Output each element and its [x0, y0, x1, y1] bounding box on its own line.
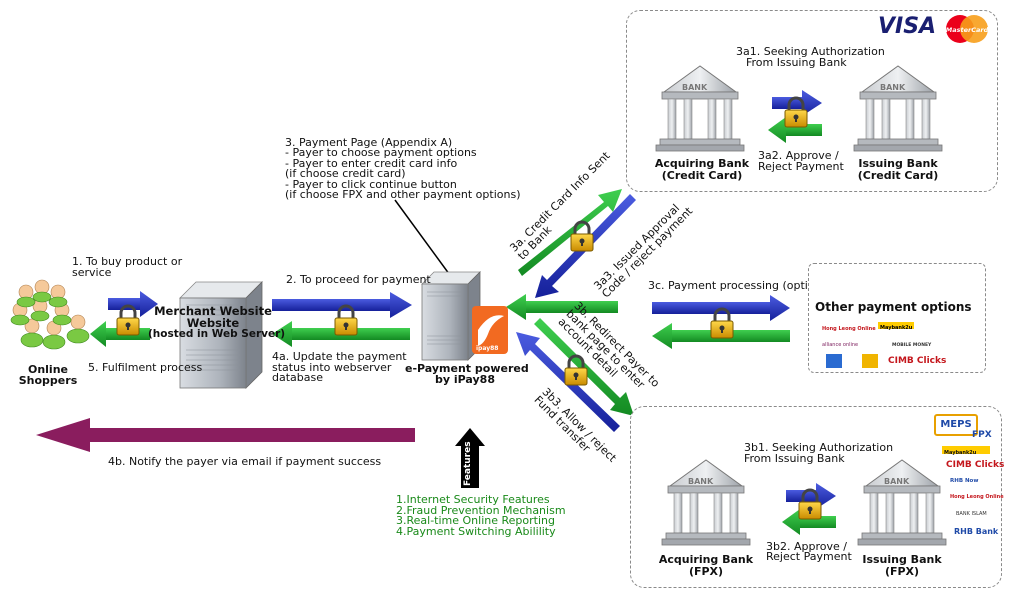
meps-logo: MEPS [934, 414, 978, 436]
bank-logo-icon [862, 354, 878, 368]
cc-acq-bank-word: BANK [682, 83, 708, 92]
other-logo: Hong Leong Online [822, 326, 876, 332]
mastercard-logo: MasterCard [944, 15, 990, 43]
step4a-line1: 4a. Update the payment [272, 350, 407, 363]
other-logo: CIMB Clicks [888, 356, 947, 366]
cc-acquiring-line2: (Credit Card) [661, 169, 743, 182]
arrow-proceed-blue [272, 292, 412, 318]
merchant-label-line1: Merchant Website [154, 304, 272, 318]
step3-line2: - Payer to choose payment options [285, 146, 477, 159]
cc-seek-line1: 3a1. Seeking Authorization [736, 45, 885, 58]
other-logo: alliance online [822, 342, 859, 348]
cc-iss-bank-word: BANK [880, 83, 906, 92]
step3-line6: (if choose FPX and other payment options… [285, 188, 521, 201]
step1-line2: service [72, 266, 112, 279]
feature-item: 4.Payment Switching Abilility [396, 525, 556, 538]
step3-line3: - Payer to enter credit card info [285, 157, 458, 170]
fpx-bank-logo: Hong Leong Online [950, 494, 1004, 500]
step4a-line3: database [272, 371, 323, 384]
step4b-label: 4b. Notify the payer via email if paymen… [108, 455, 382, 468]
cc-issuing-line1: Issuing Bank [858, 157, 938, 170]
fpx-approve-line2: Reject Payment [766, 550, 852, 563]
step3-line1: 3. Payment Page (Appendix A) [285, 136, 453, 149]
fpx-bank-logo: RHB Now [950, 478, 979, 484]
cc-approve-line1: 3a2. Approve / [758, 149, 839, 162]
fpx-bank-logo: RHB Bank [954, 527, 999, 536]
fpx-issuing-line2: (FPX) [884, 565, 920, 578]
bank-icon [857, 459, 947, 546]
fpx-approve-line1: 3b2. Approve / [766, 540, 847, 553]
step5-label: 5. Fulfilment process [88, 361, 203, 374]
ipay-logo-text: ipay88 [476, 345, 499, 352]
fpx-seek-line1: 3b1. Seeking Authorization [744, 441, 894, 454]
fpx-seek-line2: From Issuing Bank [744, 452, 845, 465]
fpx-acquiring-line2: (FPX) [688, 565, 724, 578]
callout-line [394, 199, 456, 283]
fpx-bank-logo: CIMB Clicks [946, 460, 1005, 470]
step4a-line2: status into webserver [272, 361, 392, 374]
other-logo: Maybank2u [880, 325, 913, 331]
bank-icon [661, 459, 751, 546]
shoppers-label-line2: Shoppers [18, 374, 78, 387]
other-options-title: Other payment options [815, 300, 972, 314]
fpx-acquiring-line1: Acquiring Bank [658, 553, 754, 566]
arrow-notify-purple [36, 418, 415, 452]
mastercard-text: MasterCard [945, 26, 989, 34]
arrow-other-blue [652, 295, 790, 321]
merchant-label-line2: Website [186, 316, 240, 330]
fpx-logo-text: FPX [972, 430, 992, 440]
fpx-issuing-line1: Issuing Bank [862, 553, 942, 566]
fpx-iss-bank-word: BANK [884, 477, 910, 486]
step3-line5: - Payer to click continue button [285, 178, 457, 191]
step3c-label: 3c. Payment processing (optional) [648, 279, 836, 292]
step1-line1: 1. To buy product or [72, 255, 183, 268]
cc-issuing-line2: (Credit Card) [857, 169, 939, 182]
arrow-3c-green [506, 294, 618, 320]
maybank-logo [942, 446, 990, 454]
cc-seek-line2: From Issuing Bank [746, 56, 847, 69]
visa-logo: VISA [878, 14, 937, 39]
fpx-bank-logo: Maybank2u [944, 450, 977, 456]
ipay-label-line2: by iPay88 [435, 373, 495, 386]
shoppers-label-line1: Online [27, 363, 68, 376]
other-logo: MOBILE MONEY [892, 343, 932, 348]
meps-text: MEPS [940, 419, 972, 430]
feature-item: 1.Internet Security Features [396, 493, 550, 506]
bank-logo-icon [826, 354, 842, 368]
features-arrow [455, 428, 485, 488]
cc-approve-line2: Reject Payment [758, 160, 844, 173]
fpx-acq-bank-word: BANK [688, 477, 714, 486]
merchant-label-line3: (hosted in Web Server) [148, 328, 286, 340]
ipay-label-line1: e-Payment powered [405, 362, 529, 375]
fpx-bank-logo: BANK ISLAM [956, 511, 987, 517]
step3-line4: (if choose credit card) [285, 167, 406, 180]
arrow-3a-green [518, 189, 622, 276]
cc-acquiring-line1: Acquiring Bank [654, 157, 750, 170]
feature-item: 2.Fraud Prevention Mechanism [396, 504, 566, 517]
step2-label: 2. To proceed for payment [286, 273, 431, 286]
maybank-logo [878, 322, 914, 329]
feature-item: 3.Real-time Online Reporting [396, 514, 555, 527]
